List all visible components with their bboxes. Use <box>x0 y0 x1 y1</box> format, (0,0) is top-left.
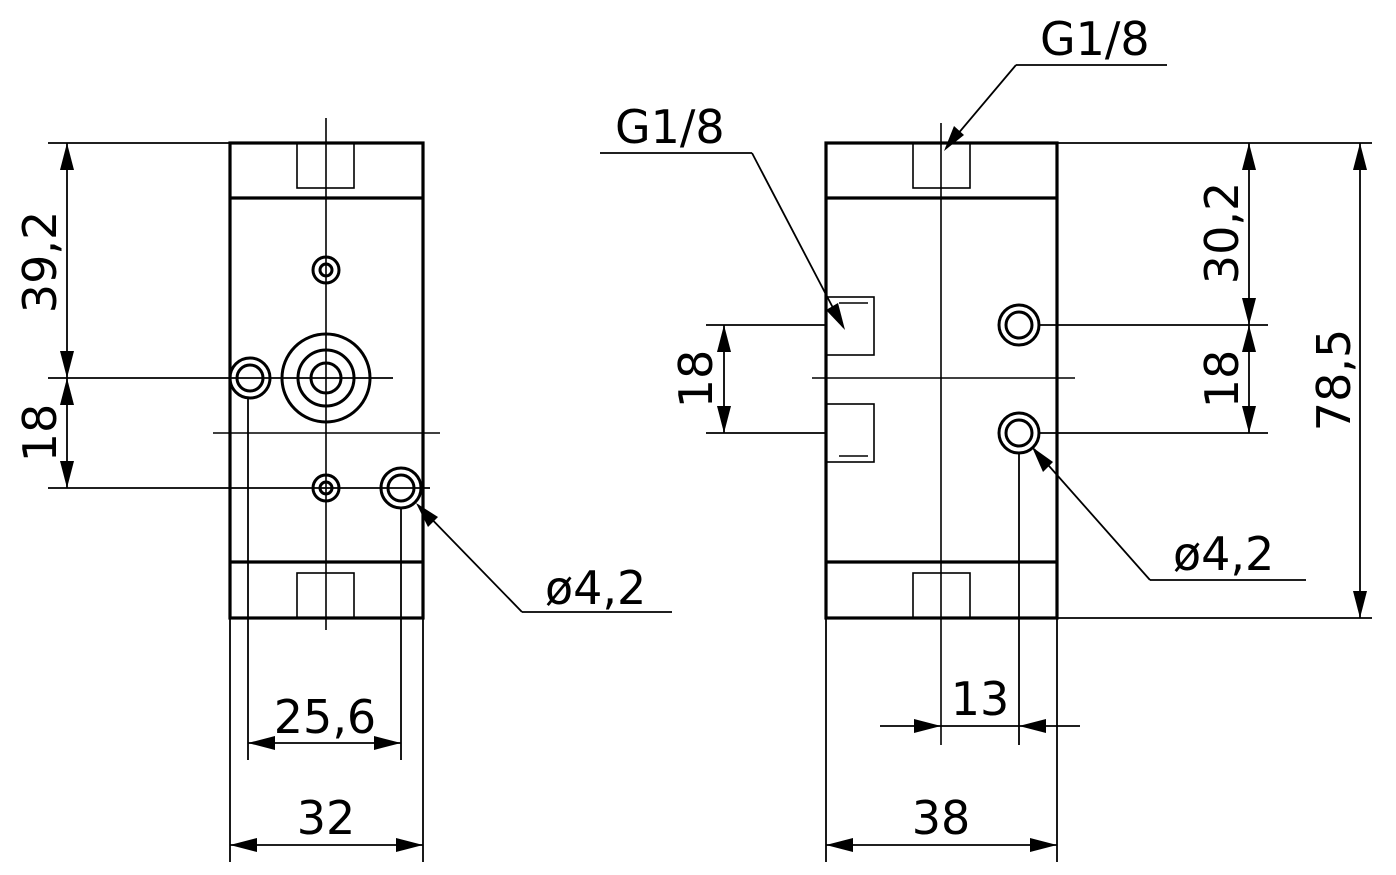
port-label-top: G1/8 <box>1040 12 1150 66</box>
right-side-port-upper <box>825 296 875 356</box>
arrow <box>1019 719 1046 733</box>
leader-right-hole <box>1033 448 1151 581</box>
arrow <box>1242 298 1256 325</box>
arrow <box>248 736 275 750</box>
arrow <box>717 325 731 352</box>
diameter-label-left: ø4,2 <box>545 561 646 615</box>
arrow <box>1242 325 1256 352</box>
arrow <box>396 838 423 852</box>
arrow <box>60 143 74 170</box>
arrow <box>60 378 74 405</box>
arrow <box>826 303 845 330</box>
dim-label-39-2: 39,2 <box>13 211 67 313</box>
arrow <box>60 351 74 378</box>
dim-label-18-holes: 18 <box>1195 350 1249 409</box>
right-hole-lower-inner <box>1004 418 1034 448</box>
arrow <box>717 406 731 433</box>
arrow <box>944 126 964 151</box>
dim-label-30-2: 30,2 <box>1195 182 1249 284</box>
dim-label-18-ports: 18 <box>669 350 723 409</box>
arrow <box>1353 143 1367 170</box>
dim-label-25-6: 25,6 <box>274 690 376 744</box>
arrow <box>914 719 941 733</box>
diameter-label-right: ø4,2 <box>1173 527 1274 581</box>
dim-label-32: 32 <box>297 791 356 845</box>
arrow <box>1242 143 1256 170</box>
right-side-port-lower <box>825 403 875 463</box>
arrow <box>230 838 257 852</box>
left-view: 39,2 18 25,6 32 ø4,2 <box>13 118 672 862</box>
left-small-hole-top-inner <box>318 262 334 278</box>
dim-label-18-left: 18 <box>13 404 67 463</box>
arrow <box>1353 591 1367 618</box>
arrow <box>374 736 401 750</box>
arrow <box>826 838 853 852</box>
arrow <box>416 503 438 527</box>
right-view: G1/8 G1/8 18 30,2 18 78, <box>600 12 1372 862</box>
leader-left-hole <box>417 504 523 613</box>
dim-label-38: 38 <box>912 791 971 845</box>
leader-side-port <box>751 152 844 328</box>
right-hole-upper-inner <box>1004 310 1034 340</box>
left-small-hole-top <box>311 255 341 285</box>
arrow <box>60 461 74 488</box>
port-label-side: G1/8 <box>615 100 725 154</box>
arrow <box>1030 838 1057 852</box>
arrow <box>1032 447 1053 472</box>
dim-label-13: 13 <box>951 672 1010 726</box>
dim-label-78-5: 78,5 <box>1307 329 1361 431</box>
arrow <box>1242 406 1256 433</box>
